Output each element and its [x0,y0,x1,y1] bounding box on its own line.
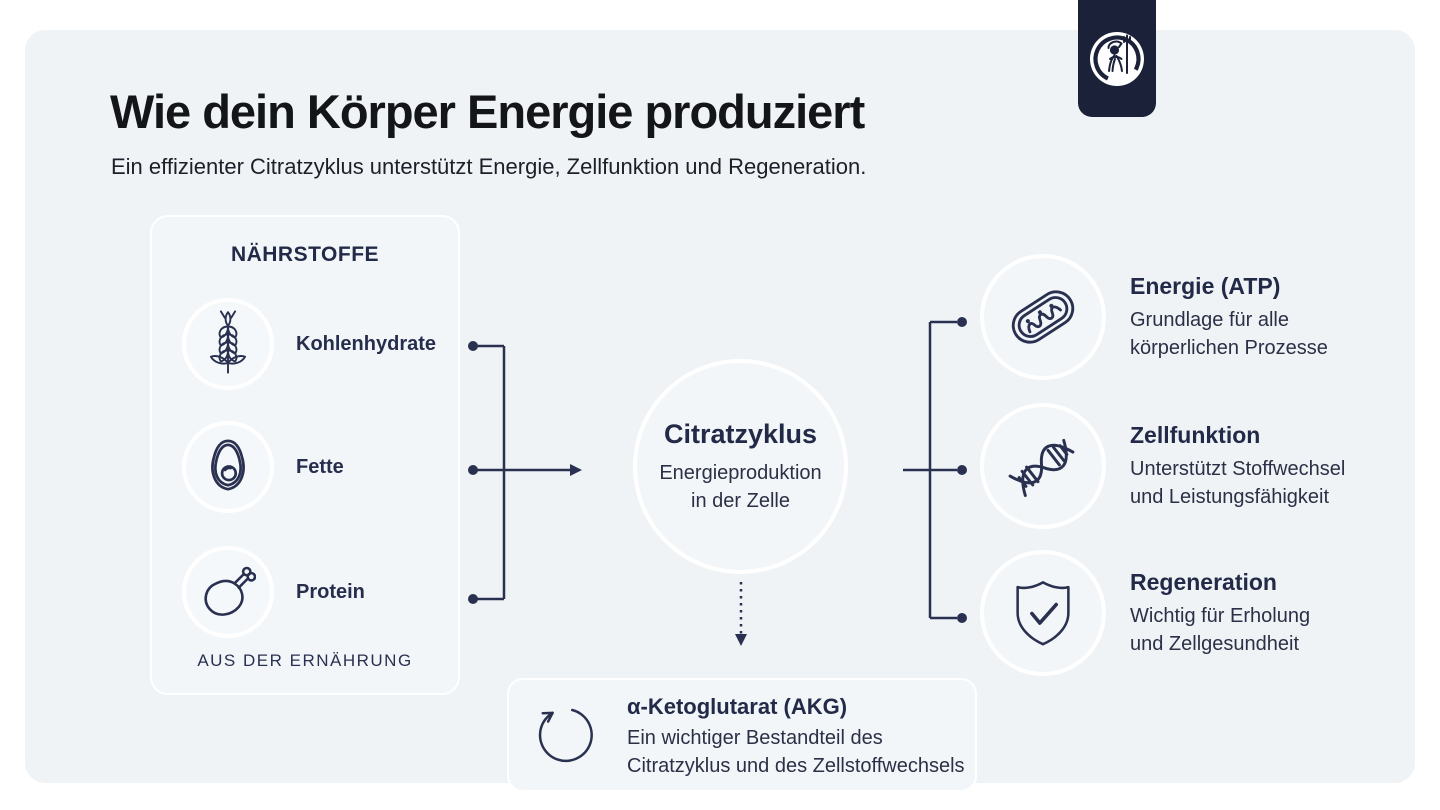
output-desc-regeneration: Wichtig für Erholung und Zellgesundheit [1130,602,1310,658]
page-title: Wie dein Körper Energie produziert [110,85,865,138]
dna-icon [1008,438,1075,497]
output-desc-energy-line1: Grundlage für alle [1130,308,1289,331]
mitochondria-icon-circle [980,254,1106,380]
output-desc-energy: Grundlage für alle körperlichen Prozesse [1130,306,1328,362]
output-desc-cellfunction-line2: und Leistungsfähigkeit [1130,485,1330,508]
nutrient-row-carbohydrates: Kohlenhydrate [182,298,436,390]
output-text-regeneration: Regeneration Wichtig für Erholung und Ze… [1130,569,1310,658]
cycle-arrow-icon [538,708,593,763]
nutrients-panel: NÄHRSTOFFE [150,215,460,695]
output-desc-regeneration-line2: und Zellgesundheit [1130,632,1300,655]
output-row-regeneration: Regeneration Wichtig für Erholung und Ze… [980,550,1310,676]
content-card: Wie dein Körper Energie produziert Ein e… [25,30,1415,792]
dna-icon-circle [980,403,1106,529]
nutrient-row-fats: Fette [182,421,344,513]
wheat-icon-circle [182,298,274,390]
page-subtitle: Ein effizienter Citratzyklus unterstützt… [111,154,867,179]
nutrient-label-protein: Protein [296,580,365,603]
akg-text: α-Ketoglutarat (AKG) Ein wichtiger Besta… [627,694,965,780]
mitochondria-icon [1011,290,1075,344]
nutrients-title: NÄHRSTOFFE [230,243,380,266]
shield-check-icon [1016,581,1070,646]
citrate-cycle-subtitle-line2: in der Zelle [691,489,790,512]
brand-badge [1078,0,1156,117]
citrate-cycle-node: Citratzyklus Energieproduktion in der Ze… [633,359,848,574]
akg-description-line1: Ein wichtiger Bestandteil des [627,727,883,749]
avocado-icon-circle [182,421,274,513]
drumstick-icon [204,566,256,616]
nutrients-footer: AUS DER ERNÄHRUNG [197,651,413,670]
output-title-energy: Energie (ATP) [1130,272,1281,299]
akg-description-line2: Citratzyklus und des Zellstoffwechsels [627,755,965,777]
avocado-icon [211,439,245,491]
akg-description: Ein wichtiger Bestandteil des Citratzykl… [627,724,965,780]
output-title-cellfunction: Zellfunktion [1130,421,1261,448]
shield-check-icon-circle [980,550,1106,676]
output-desc-energy-line2: körperlichen Prozesse [1130,336,1328,359]
citrate-cycle-title: Citratzyklus [663,418,818,449]
output-text-energy: Energie (ATP) Grundlage für alle körperl… [1130,273,1328,362]
output-desc-regeneration-line1: Wichtig für Erholung [1130,604,1311,627]
nutrient-label-fats: Fette [296,455,344,478]
output-row-cellfunction: Zellfunktion Unterstützt Stoffwechsel un… [980,403,1345,529]
minerva-emblem-icon [1090,31,1144,86]
output-text-cellfunction: Zellfunktion Unterstützt Stoffwechsel un… [1130,422,1345,511]
output-desc-cellfunction-line1: Unterstützt Stoffwechsel [1130,457,1346,480]
akg-title: α-Ketoglutarat (AKG) [627,694,848,719]
drumstick-icon-circle [182,546,274,638]
citrate-cycle-subtitle-line1: Energieproduktion [659,461,822,484]
citrate-cycle-subtitle: Energieproduktion in der Zelle [659,459,821,515]
nutrient-label-carbohydrates: Kohlenhydrate [296,332,437,355]
output-desc-cellfunction: Unterstützt Stoffwechsel und Leistungsfä… [1130,455,1345,511]
akg-panel: α-Ketoglutarat (AKG) Ein wichtiger Besta… [507,678,977,792]
output-row-energy: Energie (ATP) Grundlage für alle körperl… [980,254,1328,380]
wheat-icon [209,310,247,374]
nutrient-row-protein: Protein [182,546,365,638]
output-title-regeneration: Regeneration [1130,568,1277,595]
